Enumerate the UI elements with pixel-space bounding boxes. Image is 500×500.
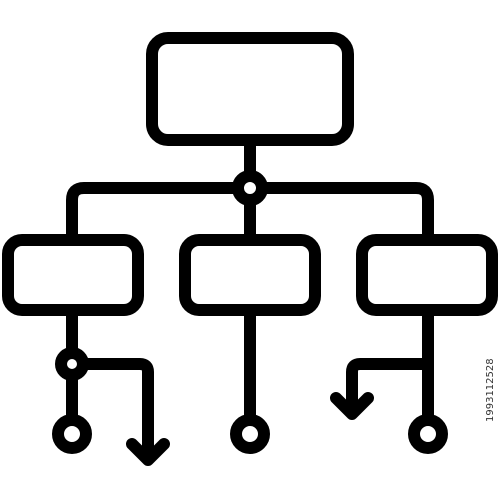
child-node-box-right <box>356 234 498 316</box>
stock-id-watermark: 1993112528 <box>485 358 496 422</box>
junction-dot-left <box>55 347 89 381</box>
terminal-node-right <box>408 414 448 454</box>
arrow-down-icon-right <box>330 392 374 420</box>
child-node-box-center <box>179 234 321 316</box>
junction-dot-top <box>232 170 268 206</box>
arrow-down-icon-left <box>126 438 170 466</box>
left-side-route-line <box>66 358 154 464</box>
right-side-route-line <box>346 358 434 416</box>
root-node-box <box>146 32 354 146</box>
terminal-node-center <box>230 414 270 454</box>
terminal-node-left <box>52 414 92 454</box>
child-node-box-left <box>2 234 144 316</box>
